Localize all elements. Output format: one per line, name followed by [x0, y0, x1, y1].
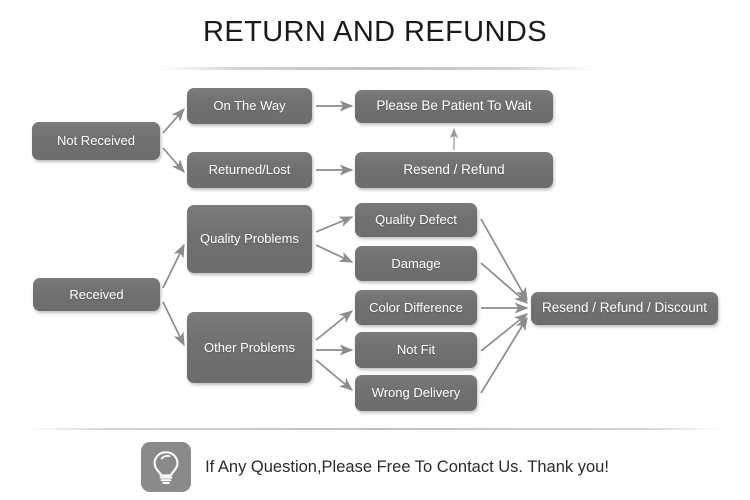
flowchart-arrows: [162, 100, 529, 394]
node-label: Quality Problems: [200, 231, 299, 247]
node-resend-refund-discount[interactable]: Resend / Refund / Discount: [531, 292, 718, 325]
node-quality-problems[interactable]: Quality Problems: [187, 205, 312, 273]
page-title: RETURN AND REFUNDS: [203, 16, 547, 48]
node-received[interactable]: Received: [33, 278, 160, 311]
node-label: Damage: [391, 255, 441, 271]
node-label: Wrong Delivery: [371, 385, 461, 401]
footer-contact-note: If Any Question,Please Free To Contact U…: [0, 436, 750, 498]
node-resend-refund[interactable]: Resend / Refund: [355, 152, 553, 188]
node-label: Please Be Patient To Wait: [376, 98, 532, 114]
node-please-be-patient-to-wait[interactable]: Please Be Patient To Wait: [355, 90, 553, 123]
node-damage[interactable]: Damage: [355, 246, 477, 281]
node-label: Not Received: [56, 133, 136, 149]
node-label: Received: [69, 286, 124, 302]
node-not-received[interactable]: Not Received: [32, 122, 160, 160]
footer-divider: [25, 428, 725, 430]
node-returned-lost[interactable]: Returned/Lost: [187, 152, 312, 188]
node-color-difference[interactable]: Color Difference: [355, 290, 477, 325]
node-label: Returned/Lost: [208, 162, 291, 178]
node-label: Resend / Refund: [403, 161, 505, 177]
node-label: On The Way: [213, 98, 286, 114]
node-label: Color Difference: [369, 299, 463, 315]
node-label: Other Problems: [203, 339, 296, 355]
node-label: Not Fit: [396, 342, 436, 358]
node-wrong-delivery[interactable]: Wrong Delivery: [355, 375, 477, 411]
node-on-the-way[interactable]: On The Way: [187, 88, 312, 124]
footer-text: If Any Question,Please Free To Contact U…: [205, 457, 609, 476]
title-divider: [160, 67, 595, 70]
flowchart: Not Received On The Way Returned/Lost Pl…: [32, 88, 718, 411]
node-not-fit[interactable]: Not Fit: [355, 332, 477, 368]
node-label: Quality Defect: [375, 212, 457, 228]
node-other-problems[interactable]: Other Problems: [187, 312, 312, 383]
node-quality-defect[interactable]: Quality Defect: [355, 203, 477, 237]
node-label: Resend / Refund / Discount: [541, 300, 708, 316]
lightbulb-icon: [141, 442, 192, 492]
